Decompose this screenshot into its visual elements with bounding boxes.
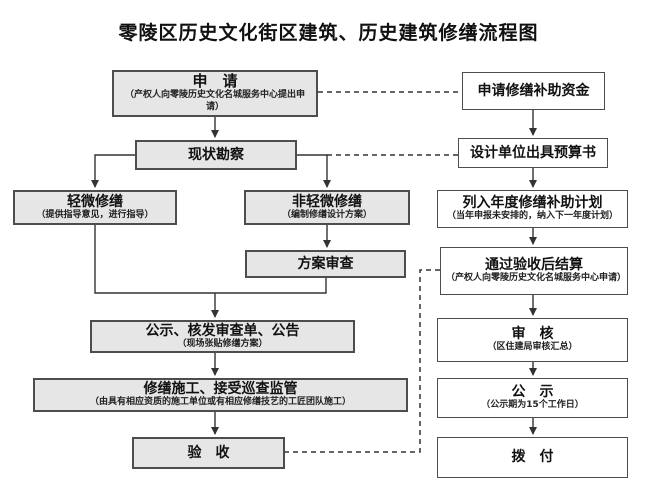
node-plan-review: 方案审查: [245, 250, 406, 278]
node-publicity: 公 示 （公示期为15个工作日）: [437, 378, 628, 418]
node-annual-plan: 列入年度修缮补助计划 （当年申报未安排的，纳入下一年度计划）: [437, 190, 628, 228]
node-construction-label: 修缮施工、接受巡查监管: [143, 381, 298, 398]
node-audit: 审 核 （区住建局审核汇总）: [437, 318, 628, 362]
connector-minor-join: [94, 225, 327, 294]
node-minor-repair-label: 轻微修缮: [67, 193, 123, 210]
node-minor-repair-note: （提供指导意见，进行指导）: [36, 209, 154, 220]
node-publicity-notice-note: （现场张贴修缮方案）: [177, 338, 268, 349]
node-plan-review-label: 方案审查: [297, 255, 354, 272]
node-apply-label: 申 请: [192, 72, 238, 91]
node-publicity-label: 公 示: [511, 384, 554, 401]
node-publicity-note: （公示期为15个工作日）: [481, 400, 584, 411]
node-non-minor-repair-note: （编制修缮设计方案）: [281, 209, 372, 220]
node-publicity-notice-label: 公示、核发审查单、公告: [145, 322, 300, 339]
node-budget: 设计单位出具预算书: [458, 138, 608, 168]
node-audit-note: （区住建局审核汇总）: [487, 342, 578, 353]
node-survey: 现状勘察: [135, 140, 297, 170]
node-disbursement: 拨 付: [437, 437, 628, 478]
node-acceptance-label: 验 收: [187, 444, 230, 461]
node-apply: 申 请 （产权人向零陵历史文化名城服务中心提出申请）: [112, 70, 318, 117]
node-minor-repair: 轻微修缮 （提供指导意见，进行指导）: [13, 190, 177, 225]
connector-settlement-to-acceptance-dashed: [285, 269, 440, 453]
page-title: 零陵区历史文化街区建筑、历史建筑修缮流程图: [118, 22, 539, 44]
node-audit-label: 审 核: [511, 326, 554, 343]
node-publicity-notice: 公示、核发审查单、公告 （现场张贴修缮方案）: [90, 320, 355, 353]
node-construction: 修缮施工、接受巡查监管 （由具有相应资质的施工单位或有相应修缮技艺的工匠团队施工…: [33, 378, 408, 412]
node-non-minor-repair: 非轻微修缮 （编制修缮设计方案）: [244, 190, 410, 225]
connector-survey-to-minor: [91, 154, 135, 188]
node-settlement-label: 通过验收后结算: [485, 257, 583, 274]
node-survey-label: 现状勘察: [188, 146, 244, 163]
node-disbursement-label: 拨 付: [511, 449, 554, 466]
node-settlement-note: （产权人向零陵历史文化名城服务中心申请）: [446, 273, 627, 284]
node-annual-plan-label: 列入年度修缮补助计划: [462, 195, 603, 212]
node-budget-label: 设计单位出具预算书: [470, 144, 596, 161]
node-non-minor-repair-label: 非轻微修缮: [292, 193, 362, 210]
node-apply-fund-label: 申请修缮补助资金: [477, 82, 590, 99]
node-apply-note: （产权人向零陵历史文化名城服务中心提出申请）: [124, 90, 305, 113]
node-apply-fund: 申请修缮补助资金: [462, 72, 605, 110]
node-annual-plan-note: （当年申报未安排的，纳入下一年度计划）: [446, 211, 618, 222]
node-acceptance: 验 收: [132, 437, 285, 469]
node-settlement: 通过验收后结算 （产权人向零陵历史文化名城服务中心申请）: [440, 247, 628, 295]
node-construction-note: （由具有相应资质的施工单位或有相应修缮技艺的工匠团队施工）: [89, 397, 351, 408]
connector-survey-to-nonminor: [297, 154, 331, 188]
